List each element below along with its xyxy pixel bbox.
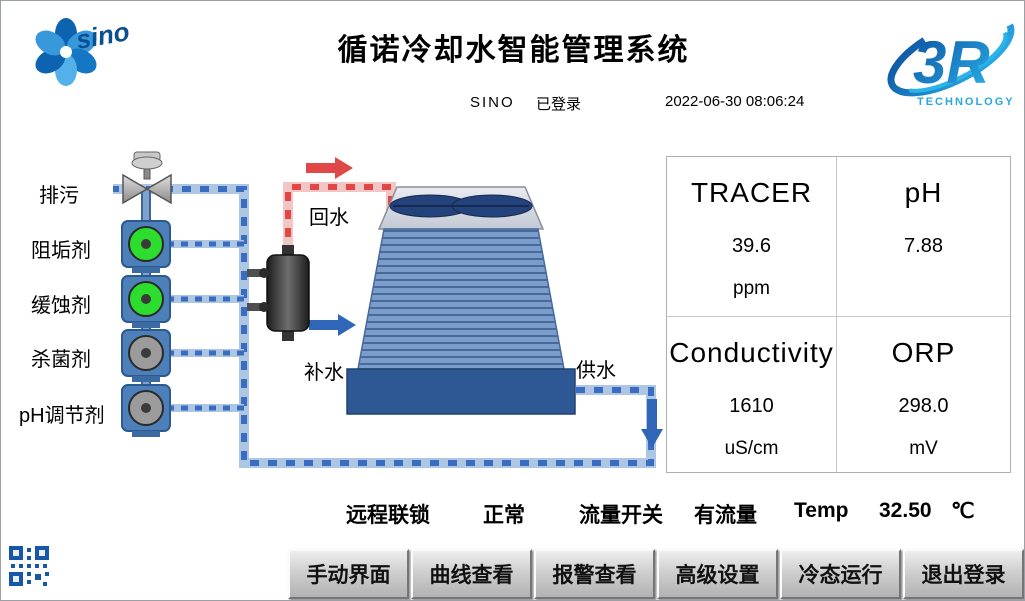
tracer-value: 39.6 <box>732 235 771 257</box>
conductivity-unit: uS/cm <box>724 438 779 459</box>
logout-button[interactable]: 退出登录 <box>903 549 1024 599</box>
tower-basin <box>346 368 576 415</box>
flow-switch-value: 有流量 <box>694 504 757 527</box>
login-status: 已登录 <box>536 96 582 113</box>
reading-orp: ORP 298.0 mV <box>837 317 1010 472</box>
orp-value: 298.0 <box>898 395 949 417</box>
label-corrosion-inhibitor: 缓蚀剂 <box>31 295 91 317</box>
3r-logo: 3R TECHNOLOGY <box>887 13 1015 108</box>
label-ph-adjuster: pH调节剂 <box>19 405 105 427</box>
pump-biocide[interactable] <box>121 329 171 382</box>
cooling-tower <box>346 186 576 415</box>
blowdown-valve[interactable] <box>122 151 172 205</box>
datetime: 2022-06-30 08:06:24 <box>665 93 805 110</box>
tracer-label: TRACER <box>690 177 813 208</box>
label-return-water: 回水 <box>309 207 349 229</box>
pump-ph-adjuster[interactable] <box>121 384 171 437</box>
reading-ph: pH 7.88 <box>837 157 1010 317</box>
3r-logo-text: 3R <box>913 29 990 96</box>
flow-switch-label: 流量开关 <box>579 504 663 527</box>
temp-label: Temp <box>794 499 849 522</box>
page-title: 循诺冷却水智能管理系统 <box>337 34 690 67</box>
tracer-unit: ppm <box>733 278 770 299</box>
interlock-value: 正常 <box>483 504 525 527</box>
ph-label: pH <box>904 177 943 208</box>
3r-swoosh-icon <box>887 13 1015 97</box>
label-supply-water: 供水 <box>576 360 616 382</box>
temp-value: 32.50 <box>879 499 932 522</box>
3r-logo-subtext: TECHNOLOGY <box>917 96 1015 108</box>
manual-screen-button[interactable]: 手动界面 <box>288 549 409 599</box>
sino-logo: sino <box>35 16 132 86</box>
label-biocide: 杀菌剂 <box>31 349 91 371</box>
cold-run-button[interactable]: 冷态运行 <box>780 549 901 599</box>
pipe-cooling-loop <box>113 184 656 468</box>
label-makeup-water: 补水 <box>304 362 344 384</box>
conductivity-value: 1610 <box>729 395 774 417</box>
heat-exchanger <box>247 245 310 341</box>
ph-value: 7.88 <box>904 235 943 257</box>
flow-arrow-supply-icon <box>641 399 663 448</box>
interlock-label: 远程联锁 <box>346 504 430 527</box>
alarm-view-button[interactable]: 报警查看 <box>534 549 655 599</box>
pipe-dosing-feeds <box>167 240 244 412</box>
curve-view-button[interactable]: 曲线查看 <box>411 549 532 599</box>
orp-unit: mV <box>909 438 938 459</box>
label-blowdown: 排污 <box>39 185 79 207</box>
logged-user: SINO <box>470 94 515 111</box>
label-scale-inhibitor: 阻垢剂 <box>31 240 91 262</box>
readings-panel: TRACER 39.6 ppm pH 7.88 Conductivity 161… <box>666 156 1011 473</box>
sino-pinwheel-icon <box>35 18 97 86</box>
pump-scale-inhibitor[interactable] <box>121 220 171 273</box>
fan-icon <box>389 194 533 218</box>
pump-corrosion-inhibitor[interactable] <box>121 275 171 328</box>
reading-tracer: TRACER 39.6 ppm <box>667 157 837 317</box>
reading-conductivity: Conductivity 1610 uS/cm <box>667 317 837 472</box>
temp-unit: ℃ <box>951 500 975 523</box>
qr-code-icon <box>7 544 51 588</box>
flow-arrow-return-icon <box>306 157 353 179</box>
tower-body <box>357 228 565 370</box>
conductivity-label: Conductivity <box>669 337 834 368</box>
advanced-settings-button[interactable]: 高级设置 <box>657 549 778 599</box>
flow-arrow-makeup-icon <box>309 314 356 336</box>
orp-label: ORP <box>891 337 956 368</box>
